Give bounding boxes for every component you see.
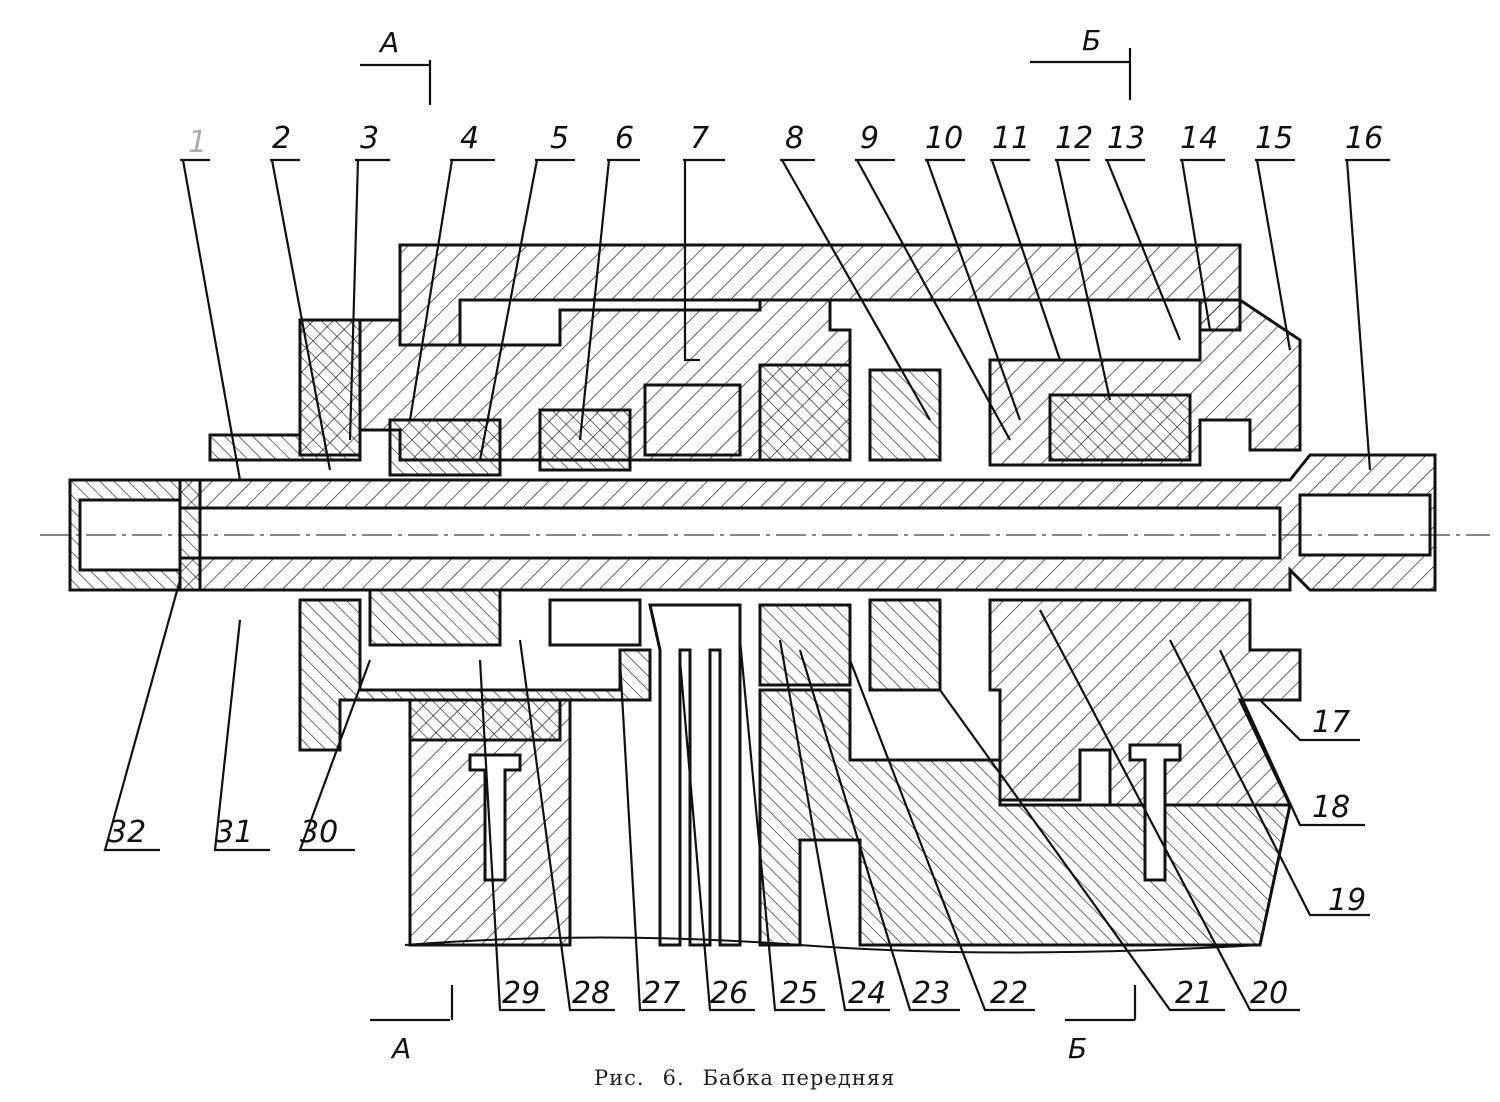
- part-label: 14: [1180, 121, 1218, 156]
- right-nose-bore: [1298, 493, 1432, 557]
- part-label: 30: [300, 815, 338, 850]
- bearing-right: [758, 363, 852, 462]
- part-label: 11: [992, 121, 1030, 156]
- bearing-lower-left: [368, 588, 502, 647]
- section-a-bottom: А: [390, 1032, 411, 1065]
- pulley: [648, 603, 742, 947]
- part-label: 15: [1255, 121, 1293, 156]
- part-label: 17: [1312, 705, 1350, 740]
- gear-block: [643, 383, 742, 457]
- spindle-bore: [178, 506, 1282, 560]
- part-label: 16: [1345, 121, 1383, 156]
- part-label: 5: [550, 121, 569, 156]
- part-label: 7: [690, 121, 709, 156]
- part-label: 9: [860, 121, 879, 156]
- part-label: 2: [272, 121, 291, 156]
- clutch-upper: [868, 368, 942, 462]
- part-label: 23: [912, 976, 950, 1011]
- leader-lines: [103, 48, 1390, 1022]
- part-label: 1: [188, 125, 207, 160]
- figure-caption: Рис. 6. Бабка передняя: [594, 1066, 913, 1090]
- bearing-lower-right: [758, 603, 852, 687]
- section-marks: А Б А Б: [378, 24, 1101, 1065]
- part-label: 25: [780, 976, 818, 1011]
- part-label: 6: [615, 121, 634, 156]
- part-label: 3: [360, 121, 379, 156]
- gear-lower: [548, 598, 642, 647]
- section-a-top: А: [378, 26, 399, 59]
- bolt-left: [468, 753, 522, 882]
- part-label: 18: [1312, 790, 1350, 825]
- caption-number: 6.: [662, 1066, 685, 1090]
- part-labels: 1 2 3 4 5 6 7 8 9 10 11 12 13 14 15 16 1…: [108, 121, 1383, 1011]
- part-label: 21: [1175, 976, 1213, 1011]
- part-label: 19: [1328, 883, 1366, 918]
- part-label: 10: [925, 121, 963, 156]
- bearing-left: [388, 418, 502, 477]
- part-label: 22: [990, 976, 1028, 1011]
- bolt-right: [1128, 743, 1182, 882]
- part-label: 24: [848, 976, 886, 1011]
- part-label: 29: [502, 976, 540, 1011]
- part-label: 28: [572, 976, 610, 1011]
- part-label: 26: [710, 976, 748, 1011]
- part-label: 8: [785, 121, 804, 156]
- section-b-bottom: Б: [1068, 1032, 1087, 1065]
- part-label: 4: [460, 121, 479, 156]
- part-label: 12: [1055, 121, 1093, 156]
- break-line: [404, 936, 1261, 954]
- bearing-mid: [538, 408, 632, 472]
- part-label: 31: [215, 815, 253, 850]
- caption-title: Бабка передняя: [702, 1066, 896, 1090]
- caption-prefix: Рис.: [594, 1066, 645, 1090]
- bearing-upper-right: [1048, 393, 1192, 462]
- part-label: 20: [1250, 976, 1288, 1011]
- part-label: 27: [642, 976, 680, 1011]
- section-b-top: Б: [1082, 24, 1101, 57]
- part-label: 13: [1107, 121, 1145, 156]
- part-label: 32: [108, 815, 146, 850]
- clutch-lower: [868, 598, 942, 692]
